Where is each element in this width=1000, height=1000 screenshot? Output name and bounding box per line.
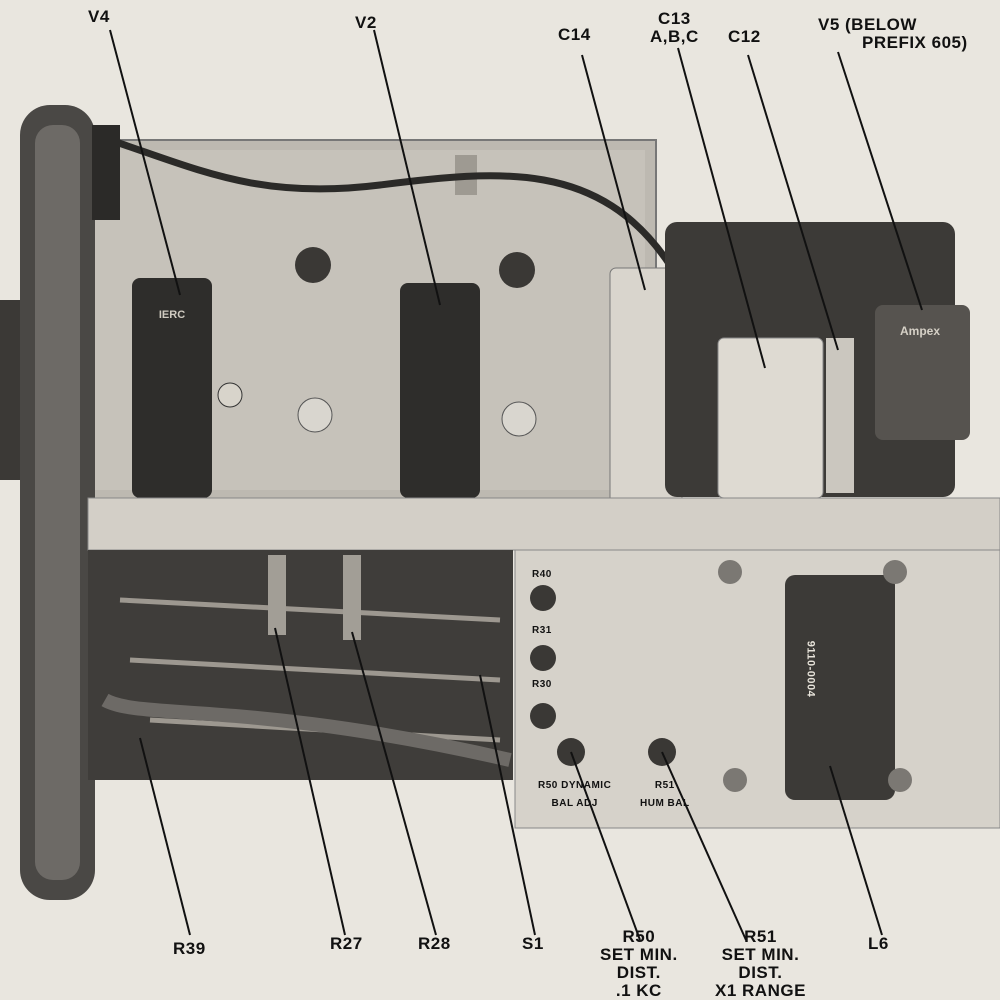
callout-c13: C13 A,B,C (650, 10, 699, 46)
mount-screw (888, 768, 912, 792)
callout-r50: R50 SET MIN. DIST. .1 KC (600, 928, 678, 1000)
panel-marking-r51-title: R51 (654, 780, 675, 791)
control-panel (514, 549, 1000, 829)
choke-l6 (785, 575, 895, 800)
panel-marking-r51: R51 HUM BAL (640, 777, 690, 813)
callout-r51-line4: X1 RANGE (715, 981, 806, 1000)
callout-r51: R51 SET MIN. DIST. X1 RANGE (715, 928, 806, 1000)
vent-hole (297, 397, 333, 433)
callout-s1: S1 (522, 934, 544, 953)
callout-v2: V2 (355, 13, 377, 32)
callout-c12: C12 (728, 27, 761, 46)
chassis-deck (87, 497, 1000, 551)
tube-clip (217, 382, 243, 408)
panel-marking-r50-sub: BAL ADJ (551, 798, 598, 809)
mount-screw (723, 768, 747, 792)
tube-v5 (875, 305, 970, 440)
leader-c14 (581, 54, 646, 291)
tube-v4 (132, 278, 212, 498)
svg-text:Ampex: Ampex (900, 324, 940, 338)
callout-c13-line1: C13 (658, 9, 691, 28)
callout-r51-line3: DIST. (738, 963, 783, 982)
callout-r51-line1: R51 (744, 927, 777, 946)
trimmer-r40 (530, 585, 556, 611)
leader-r27 (274, 627, 346, 936)
callout-r51-line2: SET MIN. (721, 945, 800, 964)
leader-r28 (351, 631, 437, 936)
capacitor-c13 (717, 337, 824, 499)
leader-c13 (677, 47, 766, 369)
panel-marking-r31: R31 (532, 625, 552, 636)
callout-v5-line2: PREFIX 605) (862, 33, 968, 52)
capacitor-c12 (826, 338, 854, 493)
cable (108, 136, 673, 267)
leader-c12 (747, 54, 839, 351)
leader-v2 (373, 29, 441, 306)
leader-r50 (570, 751, 641, 941)
vent-hole (501, 401, 537, 437)
panel-marking-r30: R30 (532, 679, 552, 690)
callout-r50-line4: .1 KC (615, 981, 662, 1000)
mount-screw (718, 560, 742, 584)
leader-s1 (479, 674, 536, 936)
handle-bracket (92, 125, 120, 220)
callout-v4: V4 (88, 7, 110, 26)
tube-v2 (400, 283, 480, 498)
vent-hole (295, 247, 331, 283)
callout-v5: V5 (BELOW PREFIX 605) (818, 16, 968, 52)
leader-l6 (829, 765, 883, 936)
callout-c14: C14 (558, 25, 591, 44)
mount-screw (883, 560, 907, 584)
front-panel-inner (35, 125, 80, 880)
resistor-r28 (343, 555, 361, 640)
callout-r50-line3: DIST. (616, 963, 661, 982)
panel-marking-r40: R40 (532, 569, 552, 580)
callout-v5-line1: V5 (BELOW (818, 15, 917, 34)
callout-r28: R28 (418, 934, 451, 953)
leader-r51 (661, 751, 747, 941)
wire-loop (101, 693, 512, 767)
leader-v5 (837, 51, 923, 311)
panel-marking-r50: R50 DYNAMIC BAL ADJ (538, 777, 611, 813)
vent-hole (499, 252, 535, 288)
callout-c13-line2: A,B,C (650, 27, 699, 46)
panel-marking-r51-sub: HUM BAL (640, 798, 690, 809)
resistor-r27 (268, 555, 286, 635)
trimmer-r31 (530, 645, 556, 671)
callout-r39: R39 (173, 939, 206, 958)
svg-text:IERC: IERC (159, 309, 185, 321)
leader-v4 (109, 29, 181, 296)
choke-part-number: 9110-0004 (804, 640, 817, 698)
leader-r39 (139, 737, 191, 936)
trimmer-r30 (530, 703, 556, 729)
panel-marking-r50-title: R50 DYNAMIC (538, 780, 612, 791)
callout-r50-line1: R50 (622, 927, 656, 946)
callout-r27: R27 (330, 934, 363, 953)
callout-l6: L6 (868, 934, 889, 953)
knob-edge (0, 300, 20, 480)
callout-r50-line2: SET MIN. (600, 945, 678, 964)
